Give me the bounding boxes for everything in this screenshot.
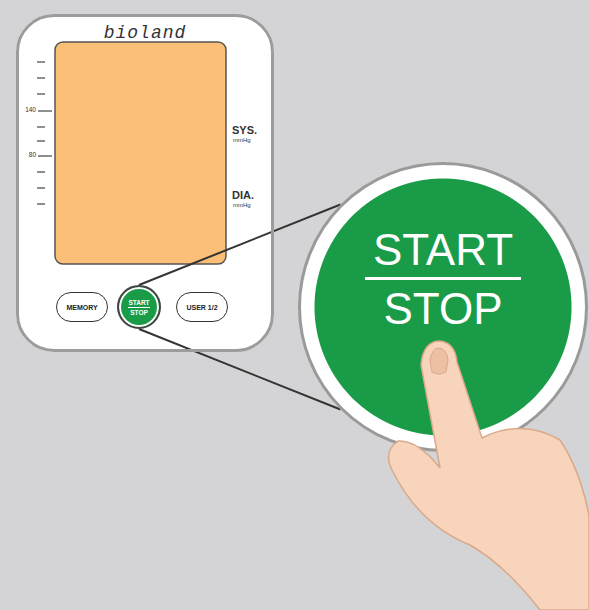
monitor-housing: biolandMEMORY STARTSTOP USER 1/2 [16, 14, 274, 352]
lcd-screen [55, 42, 226, 264]
pointing-hand [389, 341, 589, 610]
user-button: USER 1/2 [176, 292, 228, 322]
monitor-body [16, 14, 274, 352]
start-stop-button: STARTSTOP [117, 285, 161, 329]
fingernail [430, 348, 448, 374]
sys-label: SYS. [232, 124, 257, 136]
button-label: START [365, 227, 521, 280]
unit-label: mmHg [233, 137, 251, 143]
scale-value: 80 [29, 151, 36, 158]
button-label: STOP [383, 280, 502, 332]
memory-button: MEMORY [56, 292, 108, 322]
scale-value: 140 [25, 106, 36, 113]
unit-label: mmHg [233, 202, 251, 208]
zoomed-start-stop-button: STARTSTOP [298, 162, 588, 452]
button-label: bioland [19, 23, 271, 43]
button-label: USER 1/2 [186, 304, 217, 311]
button-label: STOP [130, 308, 148, 316]
scale-ticks [37, 62, 52, 204]
dia-label: DIA. [232, 189, 254, 201]
button-label: MEMORY [66, 304, 97, 311]
button-label: START [128, 299, 149, 308]
